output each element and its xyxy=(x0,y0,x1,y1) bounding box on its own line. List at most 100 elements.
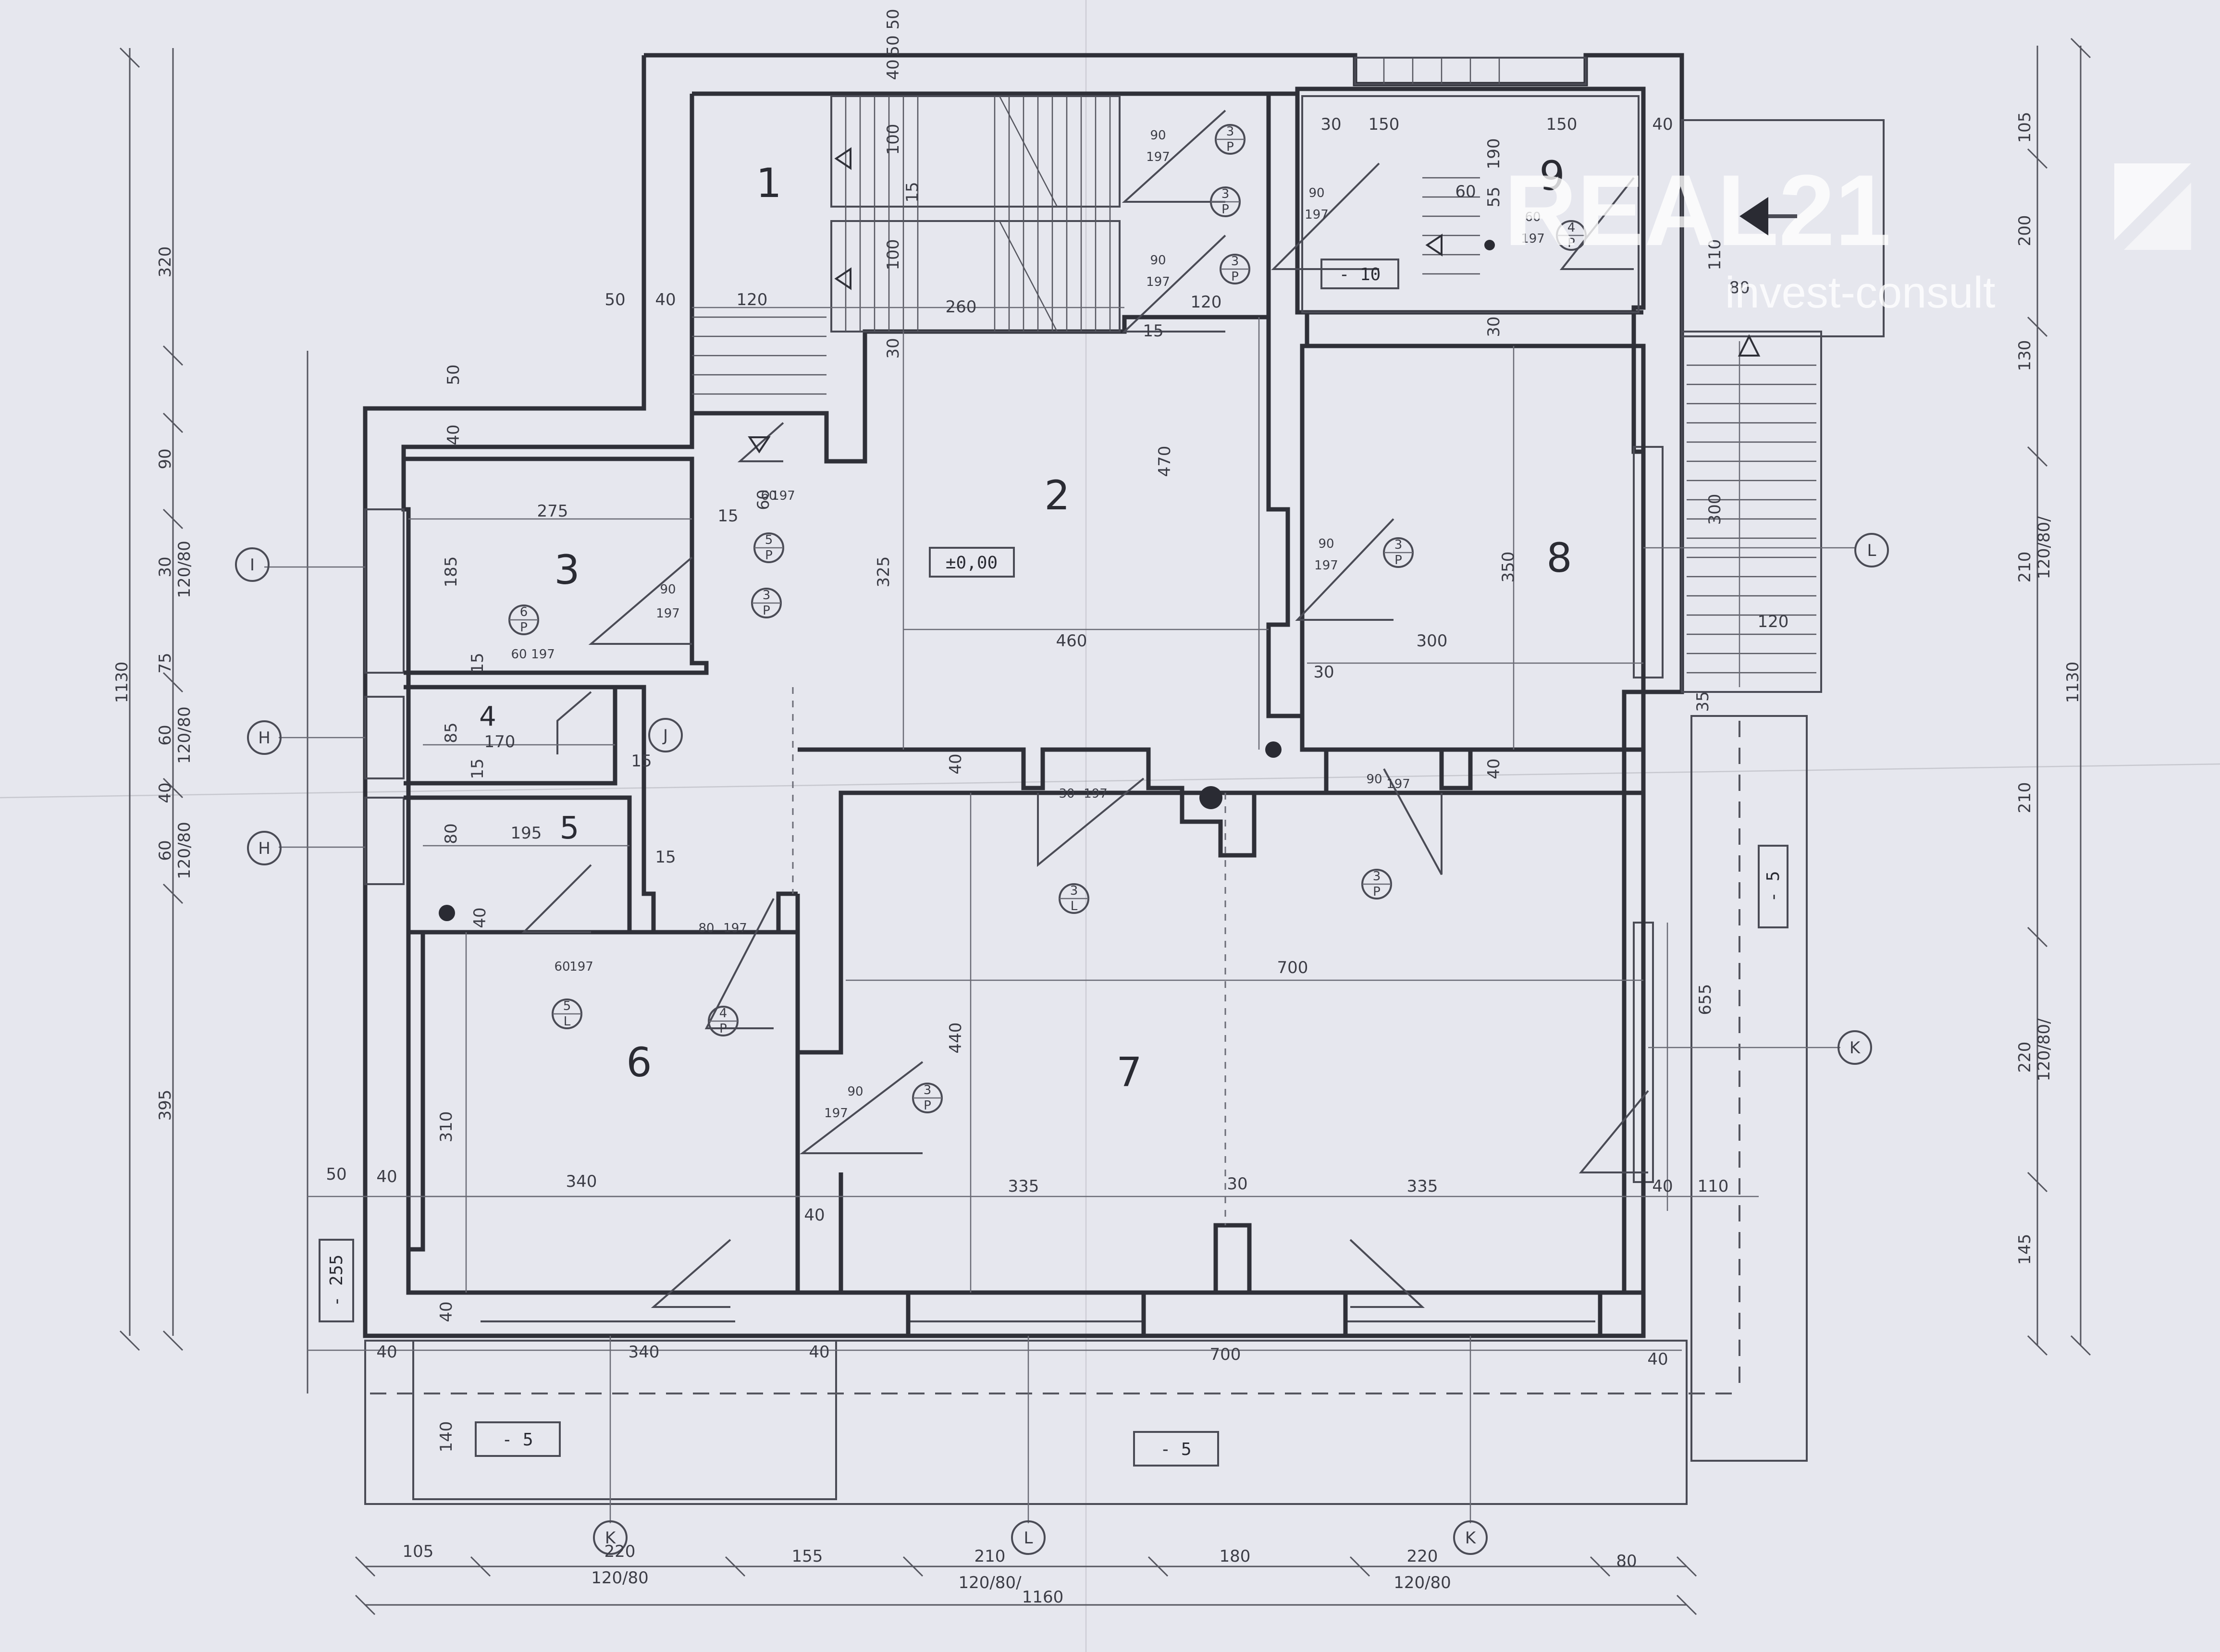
svg-text:3: 3 xyxy=(1070,884,1078,898)
svg-text:220: 220 xyxy=(2015,1042,2035,1073)
door-tags: 3P 3P 3P 4P 3P 5P 3P 6P 3L 3P 5L 4P 3P xyxy=(508,124,1587,1113)
room-3-label: 3 xyxy=(554,546,580,593)
svg-text:197: 197 xyxy=(531,647,555,662)
svg-text:P: P xyxy=(765,548,773,563)
svg-text:15: 15 xyxy=(717,506,738,526)
door-swings xyxy=(521,110,1649,1308)
svg-text:50: 50 xyxy=(326,1165,346,1184)
level-minus255: - 255 xyxy=(327,1255,346,1307)
svg-text:275: 275 xyxy=(537,502,568,521)
room-8-label: 8 xyxy=(1546,534,1572,581)
svg-text:150: 150 xyxy=(1546,115,1578,134)
terrace-right xyxy=(1690,715,1808,1462)
svg-text:197: 197 xyxy=(723,921,747,936)
svg-text:310: 310 xyxy=(437,1111,456,1143)
left-ticks xyxy=(119,47,184,1351)
door-tag-11: 5L xyxy=(552,999,582,1029)
markers xyxy=(439,147,1761,921)
room-6-wall xyxy=(406,930,800,1295)
stair-arrow-1 xyxy=(834,147,851,170)
svg-text:395: 395 xyxy=(156,1090,175,1121)
axis-J: J xyxy=(662,726,668,745)
svg-text:40: 40 xyxy=(470,907,490,928)
window-left-2 xyxy=(364,696,405,779)
svg-text:105: 105 xyxy=(2015,112,2035,143)
svg-text:150: 150 xyxy=(1369,115,1400,134)
level-minus10-box xyxy=(1320,259,1399,289)
svg-text:197: 197 xyxy=(1146,150,1170,164)
svg-text:P: P xyxy=(1394,553,1402,567)
svg-text:210: 210 xyxy=(2015,552,2035,583)
svg-text:197: 197 xyxy=(771,489,795,503)
room-6-label: 6 xyxy=(626,1039,652,1086)
svg-text:197: 197 xyxy=(1146,275,1170,289)
svg-text:40: 40 xyxy=(1484,758,1504,779)
level-minus5a-box xyxy=(475,1421,561,1457)
svg-text:40: 40 xyxy=(444,424,463,445)
svg-text:130: 130 xyxy=(2015,340,2035,371)
svg-text:80: 80 xyxy=(1729,278,1750,297)
svg-text:197: 197 xyxy=(824,1106,848,1121)
stair-treads xyxy=(692,96,1111,395)
axis-L-right: L xyxy=(1867,541,1876,560)
axis-I: I xyxy=(250,555,255,575)
door-tag-3: 3P xyxy=(1220,254,1250,284)
door-tag-10: 3P xyxy=(1361,869,1392,900)
svg-text:80: 80 xyxy=(698,921,714,936)
column-7 xyxy=(1213,1223,1252,1295)
logo-mark xyxy=(2114,163,2191,240)
stair-arrow-4 xyxy=(1738,334,1761,357)
svg-text:40: 40 xyxy=(884,59,903,80)
svg-text:110: 110 xyxy=(1705,239,1725,271)
room-9-label: 9 xyxy=(1539,152,1565,199)
svg-text:90: 90 xyxy=(156,448,175,469)
svg-text:90: 90 xyxy=(1366,772,1382,787)
svg-text:90: 90 xyxy=(660,582,676,597)
svg-text:210: 210 xyxy=(974,1547,1006,1566)
svg-text:1130: 1130 xyxy=(2063,662,2083,703)
room-7-label: 7 xyxy=(1116,1048,1142,1096)
svg-text:80: 80 xyxy=(1616,1552,1637,1571)
door-tag-13: 3P xyxy=(912,1083,943,1113)
door-swing-3 xyxy=(1271,162,1380,270)
door-tag-2: 3P xyxy=(1210,186,1241,217)
level-minus10: - 10 xyxy=(1339,265,1381,284)
svg-text:30: 30 xyxy=(1227,1174,1247,1194)
inner-9 xyxy=(1301,95,1640,313)
svg-text:120/80/: 120/80/ xyxy=(958,1573,1022,1592)
svg-text:30: 30 xyxy=(156,556,175,577)
door-tag-5: 3P xyxy=(1383,537,1414,568)
logo-arrow-icon xyxy=(1739,197,1768,235)
svg-text:30: 30 xyxy=(884,338,903,358)
ext-stair-treads xyxy=(1687,364,1816,674)
svg-text:35: 35 xyxy=(1693,691,1713,712)
svg-text:30: 30 xyxy=(1059,787,1074,801)
svg-text:80: 80 xyxy=(442,823,461,844)
svg-text:700: 700 xyxy=(1210,1345,1241,1364)
svg-text:50: 50 xyxy=(604,290,625,309)
level-minus5b: - 5 xyxy=(1160,1440,1191,1459)
svg-text:155: 155 xyxy=(792,1547,823,1566)
svg-text:4: 4 xyxy=(1567,221,1576,235)
svg-text:40: 40 xyxy=(655,290,676,309)
svg-text:P: P xyxy=(1221,202,1229,217)
svg-text:50: 50 xyxy=(444,364,463,385)
door-tag-1: 3P xyxy=(1215,124,1246,155)
svg-text:40: 40 xyxy=(809,1343,829,1362)
svg-text:440: 440 xyxy=(946,1023,965,1054)
svg-text:3: 3 xyxy=(1226,124,1234,139)
svg-text:120: 120 xyxy=(1191,293,1222,312)
bottom-ticks xyxy=(355,1556,1697,1615)
door-swing-4 xyxy=(1559,177,1635,270)
room-4-label: 4 xyxy=(479,701,496,732)
svg-text:15: 15 xyxy=(655,848,676,867)
svg-text:350: 350 xyxy=(1499,552,1518,583)
svg-text:195: 195 xyxy=(511,824,542,843)
svg-text:197: 197 xyxy=(1386,777,1410,791)
svg-text:50: 50 xyxy=(884,35,903,56)
svg-text:4: 4 xyxy=(719,1006,728,1021)
window-left-3 xyxy=(364,797,405,885)
svg-text:335: 335 xyxy=(1407,1177,1438,1196)
watermark-logo: REAL21 invest-consult xyxy=(1504,154,2191,317)
